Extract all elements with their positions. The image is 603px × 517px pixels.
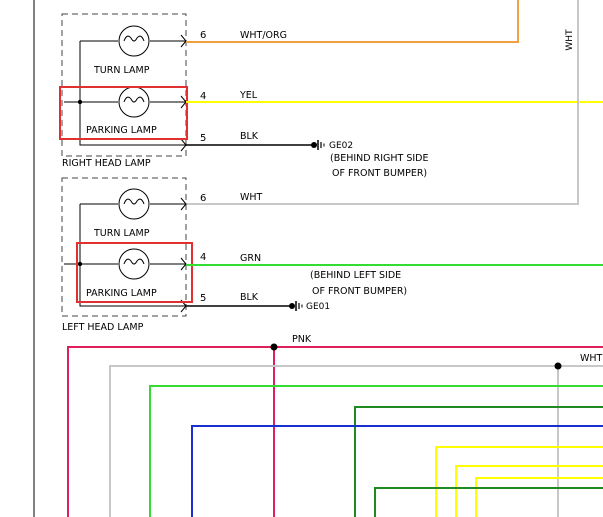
- head-lamp-label: RIGHT HEAD LAMP: [62, 158, 151, 169]
- pin-number: 4: [200, 252, 206, 263]
- filament-icon: [123, 35, 145, 42]
- pin-number: 5: [200, 293, 206, 304]
- ground-location: OF FRONT BUMPER): [312, 286, 407, 297]
- wire-label: WHT: [240, 192, 263, 203]
- wire-wht: [186, 0, 579, 205]
- left-head-lamp-outline: [61, 177, 187, 317]
- wire-pnk: [67, 346, 603, 517]
- ground-location: (BEHIND LEFT SIDE: [310, 270, 401, 281]
- filament-icon: [123, 96, 145, 103]
- ground-ge01: GE01 (BEHIND LEFT SIDE OF FRONT BUMPER): [289, 270, 407, 312]
- pin-number: 4: [200, 91, 206, 102]
- wire-wht-org: [186, 0, 519, 43]
- bus-label-pnk: PNK: [292, 334, 312, 345]
- junction-dot: [554, 362, 562, 370]
- wire-dgrn-bus: [374, 487, 603, 517]
- ground-lead: [79, 102, 186, 146]
- wire-label: BLK: [240, 292, 259, 303]
- junction-dot: [270, 343, 278, 351]
- wire-grn-bus: [149, 385, 603, 517]
- ground-id: GE01: [306, 302, 330, 312]
- wire-label: YEL: [239, 90, 258, 101]
- connector-pin-icon: [180, 197, 187, 211]
- wire-yel-bus: [475, 477, 603, 517]
- ground-location: (BEHIND RIGHT SIDE: [330, 153, 429, 164]
- left-head-lamp: TURN LAMP PARKING LAMP LEFT HEAD LAMP: [61, 177, 193, 333]
- ground-lead: [79, 264, 186, 307]
- wire-dgrn-bus: [354, 406, 603, 517]
- filament-icon: [123, 258, 145, 265]
- head-lamp-label: LEFT HEAD LAMP: [62, 322, 144, 333]
- bus-label-wht: WHT: [580, 353, 603, 364]
- wire-label: GRN: [240, 253, 261, 264]
- wire-label: BLK: [240, 131, 259, 142]
- filament-icon: [123, 198, 145, 205]
- pin-number: 6: [200, 193, 206, 204]
- parking-lamp-highlight: [76, 242, 193, 303]
- ground-ge02: GE02 (BEHIND RIGHT SIDE OF FRONT BUMPER): [311, 140, 429, 179]
- turn-lamp-label: TURN LAMP: [93, 228, 150, 239]
- parking-lamp-label: PARKING LAMP: [86, 125, 157, 136]
- turn-lamp-label: TURN LAMP: [93, 65, 150, 76]
- wire-yel-bus: [455, 465, 603, 517]
- ground-id: GE02: [329, 141, 353, 151]
- vertical-wire-label: WHT: [565, 29, 575, 51]
- wire-label: WHT/ORG: [240, 30, 287, 41]
- junction-dot: [311, 142, 317, 148]
- parking-lamp-highlight: [59, 86, 188, 140]
- junction-dot: [289, 303, 295, 309]
- bus-wires: PNK WHT: [67, 334, 603, 517]
- wire-wht-bus: [109, 365, 603, 517]
- wire-yel-bus: [435, 446, 603, 517]
- right-head-lamp: TURN LAMP PARKING LAMP RIGHT HEAD LAMP: [59, 13, 188, 169]
- right-head-lamp-outline: [61, 13, 187, 157]
- wire-blu-bus: [191, 425, 603, 517]
- pin-number: 6: [200, 30, 206, 41]
- parking-lamp-label: PARKING LAMP: [86, 288, 157, 299]
- pin-number: 5: [200, 133, 206, 144]
- ground-location: OF FRONT BUMPER): [332, 168, 427, 179]
